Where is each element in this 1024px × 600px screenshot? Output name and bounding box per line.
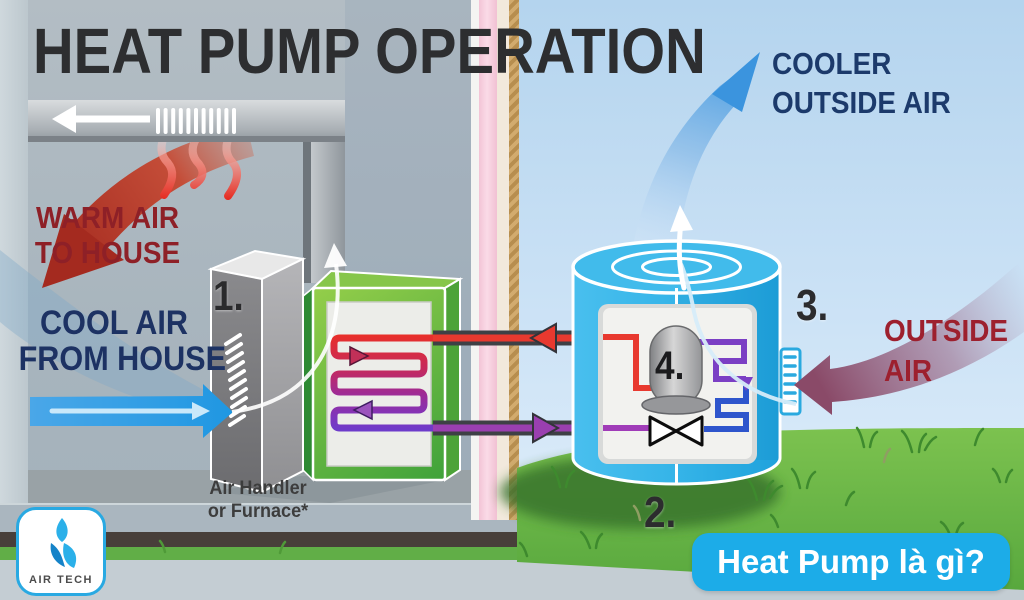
expansion-valve [648, 415, 704, 447]
unit-circuit [603, 334, 749, 432]
wall-layer-insulation [479, 0, 497, 520]
label-line: COOL AIR [40, 304, 188, 342]
coil-flow-arrow-left [352, 399, 373, 421]
label-line: FROM HOUSE [18, 340, 227, 378]
coil-flow-arrow-right [349, 345, 370, 367]
foundation-band [0, 532, 519, 547]
unit-airflow-path [679, 263, 797, 406]
label-line: WARM AIR [35, 200, 180, 235]
heat-pump-unit [571, 205, 802, 486]
label-line: OUTSIDE [884, 313, 1009, 348]
label-line: OUTSIDE AIR [772, 85, 951, 120]
grass-tufts [158, 426, 1014, 558]
wall-layer-sheathing [497, 0, 509, 520]
cta-button[interactable]: Heat Pump là gì? [692, 533, 1010, 591]
page-title: HEAT PUMP OPERATION [33, 15, 706, 87]
label-line: Air Handler [209, 478, 307, 499]
step-number-2: 2. [644, 488, 677, 537]
step-number-3: 3. [796, 281, 829, 330]
flame-icon [50, 518, 77, 568]
cooler-air-arrow [630, 52, 760, 262]
step-number-1: 1. [213, 272, 244, 319]
label-line: AIR [884, 353, 933, 388]
refrigerant-line-red [433, 322, 586, 354]
wall-layer-siding [509, 0, 519, 520]
label-line: COOLER [772, 46, 892, 81]
house-airflow-path [231, 243, 347, 414]
heat-wave-icon [157, 129, 241, 200]
label-outside-air: OUTSIDE AIR [884, 311, 1008, 391]
grass-strip-left [0, 547, 519, 560]
cool-air-arrow [30, 384, 233, 438]
label-cooler-outside-air: COOLER OUTSIDE AIR [772, 44, 951, 122]
left-wall-edge [0, 0, 28, 506]
brand-logo: AIR TECH [16, 507, 106, 596]
brand-name: AIR TECH [29, 574, 93, 586]
label-line: TO HOUSE [34, 235, 181, 270]
fan-up-arrow [670, 205, 693, 291]
fan-top [571, 239, 782, 295]
cool-air-sweep [0, 250, 238, 420]
duct-airflow-arrow [52, 105, 150, 133]
indoor-coil [301, 269, 464, 482]
wall-layer-drywall [471, 0, 479, 520]
refrigerant-line-purple [433, 412, 586, 444]
supply-vent [156, 108, 236, 134]
step-number-4: 4. [655, 344, 685, 388]
compressor [641, 325, 711, 415]
outside-air-arrow [794, 258, 1024, 415]
label-line: or Furnace* [207, 501, 309, 522]
outdoor-vent-slats [783, 355, 797, 404]
air-handler-unit [207, 249, 307, 494]
